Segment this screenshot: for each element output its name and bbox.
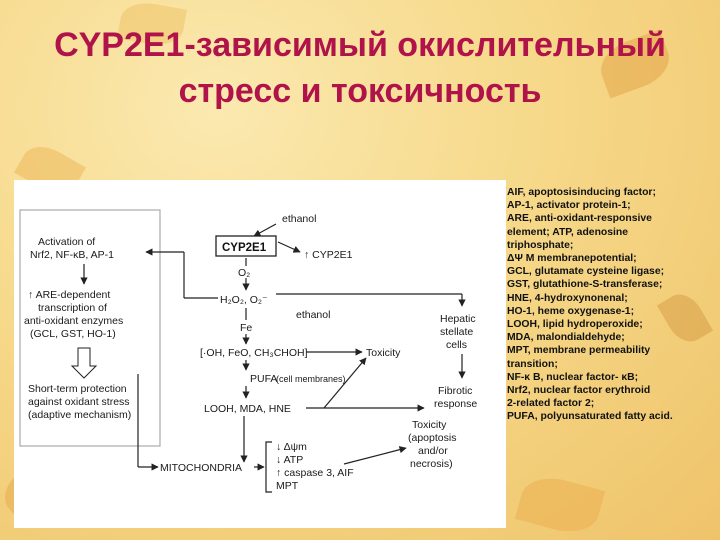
label-mito-2: ↓ ATP [276,454,303,466]
label-fibrotic-2: response [434,398,477,410]
legend-line: triphosphate; [507,239,574,251]
label-lipid-products: LOOH, MDA, HNE [204,403,291,415]
label-activation-2: Nrf2, NF-κB, AP-1 [30,249,114,261]
left-frame [19,209,161,447]
legend-line: MDA, malondialdehyde; [507,332,625,344]
label-ethanol-mid: ethanol [296,309,330,321]
label-ethanol-top: ethanol [282,213,316,225]
label-tox-3: and/or [418,445,448,457]
label-mito-3: ↑ caspase 3, AIF [276,467,354,479]
legend-line: AP-1, activator protein-1; [507,200,631,212]
pathway-diagram-svg: ethanol CYP2E1 ↑ CYP2E1 Activation of Nr… [19,209,477,493]
legend-line: LOOH, lipid hydroperoxide; [507,319,643,331]
label-are-3: anti-oxidant enzymes [24,315,123,327]
label-tox-4: necrosis) [410,458,453,470]
label-up-cyp2e1: ↑ CYP2E1 [304,249,353,261]
label-are-2: transcription of [38,302,107,314]
cyp2e1-box [215,235,277,257]
legend-line: element; ATP, adenosine [507,226,629,238]
pathway-diagram: ethanol CYP2E1 ↑ CYP2E1 Activation of Nr… [14,180,506,528]
legend-line: HNE, 4-hydroxynonenal; [507,292,628,304]
legend-line: 2-related factor 2; [507,398,595,410]
label-pufa: PUFA [250,373,277,385]
label-mito-1: ↓ Δψm [276,441,307,453]
legend-line: GST, glutathione-S-transferase; [507,279,663,291]
label-cell-membranes: (cell membranes) [276,374,346,384]
label-radicals: [·OH, FeO, CH₃CHOH] [200,347,308,359]
arrow-mito-toxicity [343,446,407,465]
label-o2: O₂ [238,267,250,279]
label-fibrotic-1: Fibrotic [438,385,472,397]
hollow-arrow-protection [70,347,98,379]
label-activation-1: Activation of [38,236,95,248]
label-hepatic-1: Hepatic [440,313,476,325]
mito-bracket [265,441,272,493]
label-mitochondria: MITOCHONDRIA [160,462,242,474]
slide-title: CYP2E1-зависимый окислительный стресс и … [0,22,720,114]
legend-line: PUFA, polyunsaturated fatty acid. [507,411,673,423]
slide-title-line-1: CYP2E1-зависимый окислительный [54,26,666,64]
label-h2o2: H₂O₂, O₂⁻ [220,294,268,306]
label-are-1: ↑ ARE-dependent [28,289,110,301]
abbreviation-legend: AIF, apoptosisinducing factor; AP-1, acti… [507,186,715,424]
legend-line: ARE, anti-oxidant-responsive [507,213,652,225]
label-toxicity-mid: Toxicity [366,347,401,359]
legend-line: Nrf2, nuclear factor erythroid [507,385,651,397]
background-leaf [514,470,606,540]
legend-line: NF-κ B, nuclear factor- κB; [507,371,639,383]
legend-line: transition; [507,358,558,370]
legend-line: ΔΨ M membranepotential; [507,253,637,265]
label-mito-4: MPT [276,480,299,492]
slide-title-line-2: стресс и токсичность [178,72,542,110]
label-short-1: Short-term protection [28,383,127,395]
label-short-2: against oxidant stress [28,396,130,408]
label-tox-1: Toxicity [412,419,447,431]
legend-line: HO-1, heme oxygenase-1; [507,305,635,317]
legend-line: AIF, apoptosisinducing factor; [507,187,656,198]
label-hepatic-2: stellate [440,326,473,338]
legend-line: MPT, membrane permeability [507,345,651,357]
legend-line: GCL, glutamate cysteine ligase; [507,266,665,278]
arrow-ethanol-cyp [253,223,277,237]
label-cyp2e1: CYP2E1 [222,242,267,254]
arrow-to-up-cyp [277,241,301,253]
arrow-lipid-toxicity [323,357,367,409]
label-tox-2: (apoptosis [408,432,456,444]
label-short-3: (adaptive mechanism) [28,409,131,421]
label-hepatic-3: cells [446,339,467,351]
label-fe: Fe [240,322,252,334]
label-are-4: (GCL, GST, HO-1) [30,328,116,340]
